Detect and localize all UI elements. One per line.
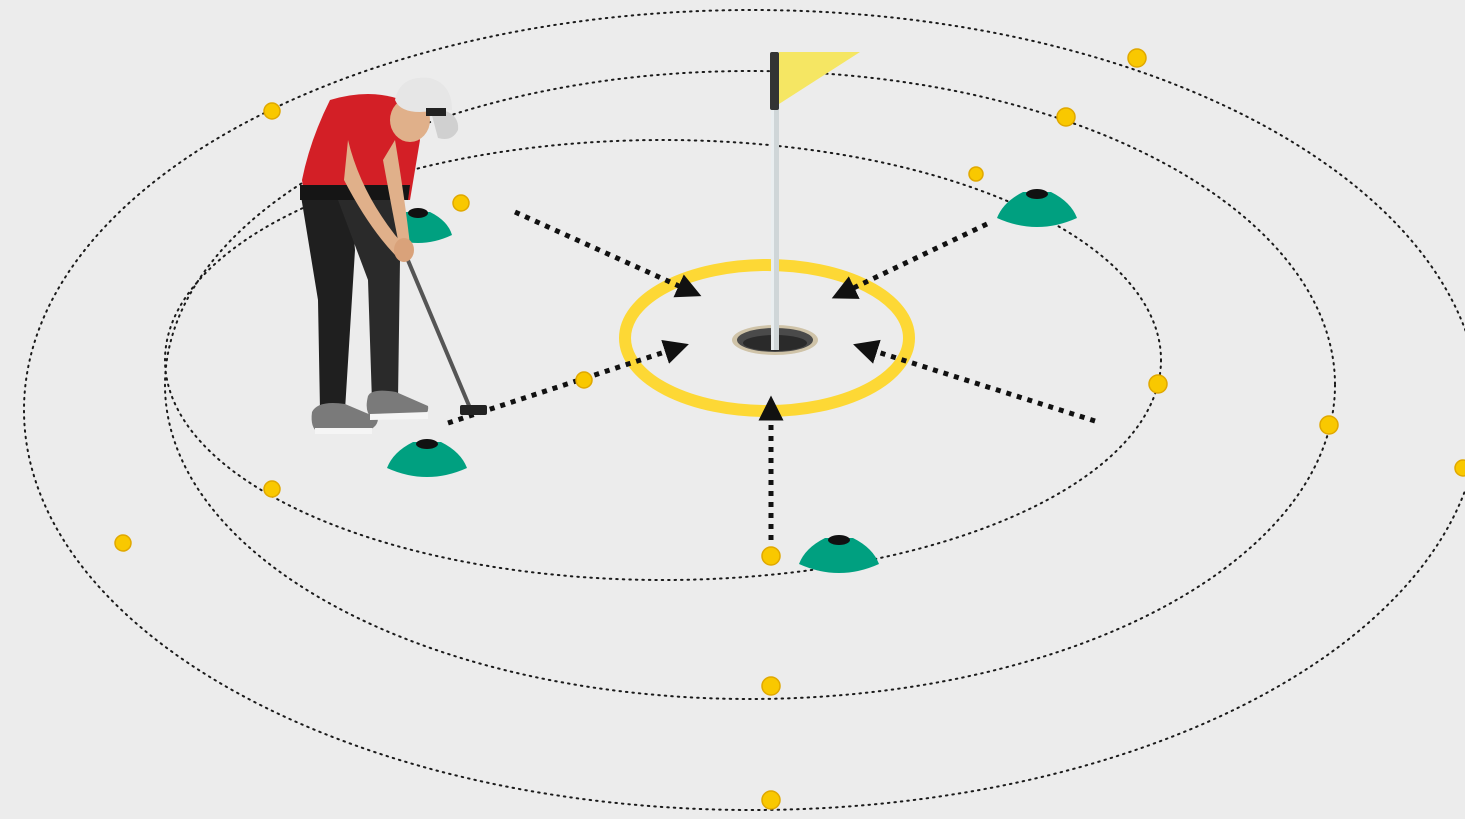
golf-ball-icon (969, 167, 983, 181)
golf-ball-icon (1455, 460, 1465, 476)
marker-cone-icon (997, 189, 1077, 227)
marker-cone-icon (799, 535, 879, 573)
golf-ball-icon (576, 372, 592, 388)
golf-ball-icon (264, 103, 280, 119)
golf-ball-icon (264, 481, 280, 497)
golf-ball-icon (115, 535, 131, 551)
golf-ball-icon (762, 677, 780, 695)
arrow-icon (515, 212, 690, 291)
golf-ball-icon (1057, 108, 1075, 126)
arrow-icon (843, 224, 987, 293)
golf-ball-icon (1320, 416, 1338, 434)
golf-ball-icon (762, 791, 780, 809)
marker-cones (384, 189, 1077, 573)
golfer-putting-icon (300, 78, 487, 434)
golf-ball-icon (1128, 49, 1146, 67)
flagstick-icon (770, 52, 860, 350)
marker-cone-icon (387, 439, 467, 477)
golf-ball-icon (1149, 375, 1167, 393)
golf-ball-icon (453, 195, 469, 211)
golf-ball-icon (762, 547, 780, 565)
